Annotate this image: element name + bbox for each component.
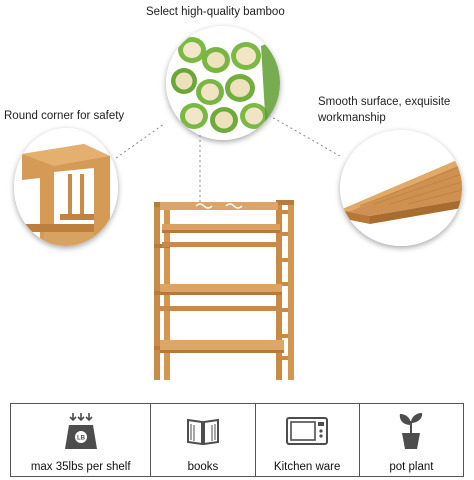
scale-badge-text: LB [77,436,86,442]
bamboo-tubes-image [166,26,280,140]
microwave-icon [285,410,329,452]
smooth-surface-image [340,130,462,246]
feature-plant-label: pot plant [389,461,434,473]
feature-weight-label: max 35lbs per shelf [30,461,131,473]
weight-scale-icon: LB [61,410,101,452]
callout-smooth-surface-line2: workmanship [318,112,386,124]
feature-books: books [151,404,256,476]
callout-smooth-surface-line1: Smooth surface, exquisite [318,96,451,108]
feature-kitchen-label: Kitchen ware [273,461,341,473]
feature-panel: LB max 35lbs per shelf books Kitchen war… [10,403,464,477]
connector-lines [115,115,341,206]
feature-plant: pot plant [360,404,463,476]
book-icon [185,410,221,452]
potted-plant-icon [396,410,426,452]
feature-books-label: books [187,461,219,473]
round-corner-detail-image [14,128,118,246]
callout-bamboo-quality: Select high-quality bamboo [146,6,285,18]
bamboo-bookshelf-image [150,196,300,382]
feature-kitchen: Kitchen ware [256,404,360,476]
callout-round-corner: Round corner for safety [4,110,125,122]
feature-weight: LB max 35lbs per shelf [11,404,152,476]
